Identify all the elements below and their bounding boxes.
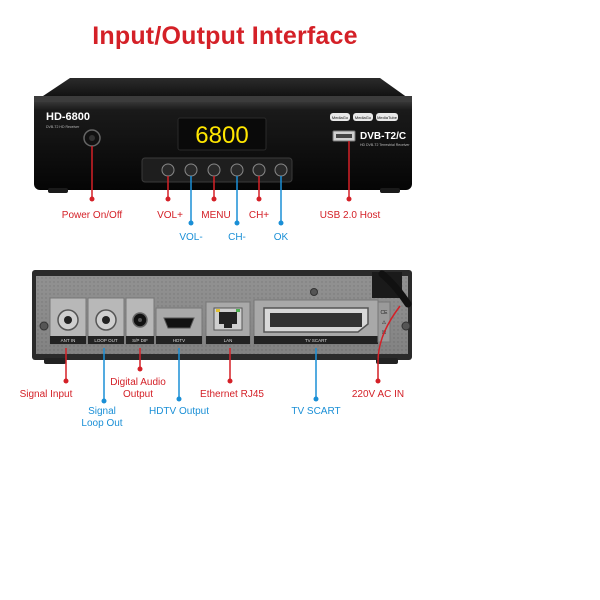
svg-text:MediaTube: MediaTube: [377, 115, 398, 120]
ant-in-label: ANT IN: [61, 338, 76, 343]
rear-labels: Signal Input Signal Loop Out Digital Aud…: [20, 377, 405, 429]
svg-text:CE: CE: [381, 310, 389, 316]
hdtv-label: HDTV: [173, 338, 185, 343]
scart-label: TV SCART: [305, 338, 327, 343]
spdif-label: S/P DIF: [132, 338, 148, 343]
front-labels: Power On/Off VOL+ MENU CH+ USB 2.0 Host …: [62, 210, 381, 243]
ch-plus-button[interactable]: [252, 163, 266, 177]
ch-minus-button[interactable]: [230, 163, 244, 177]
power-cable: [378, 270, 412, 308]
label-vol-plus: VOL+: [157, 210, 183, 221]
vol-minus-button[interactable]: [184, 163, 198, 177]
menu-button[interactable]: [207, 163, 221, 177]
label-digital-audio-line2: Output: [123, 389, 153, 400]
lan-label: LAN: [224, 338, 233, 343]
app-badge-2: [353, 113, 373, 121]
dvb-subtitle: HD DVB-T2 Terrestrial Receiver: [360, 143, 410, 147]
label-ethernet: Ethernet RJ45: [200, 389, 264, 400]
app-badge-1: [330, 113, 350, 121]
rear-device: ANT IN LOOP OUT S/P DIF HDTV LAN TV SCAR…: [32, 270, 412, 364]
hdmi-port[interactable]: [163, 317, 195, 329]
front-device: HD-6800 DVB-T2 HD Receiver 6800 MediaGo …: [34, 78, 412, 193]
label-menu: MENU: [201, 210, 230, 221]
label-signal-loop-line2: Loop Out: [81, 418, 122, 429]
app-badge-3: [376, 113, 398, 121]
label-ok: OK: [274, 232, 289, 243]
label-tv-scart: TV SCART: [291, 406, 340, 417]
label-vol-minus: VOL-: [179, 232, 202, 243]
svg-text:MediaGo: MediaGo: [355, 115, 372, 120]
model-subtitle: DVB-T2 HD Receiver: [46, 125, 80, 129]
dvb-logo: DVB-T2/C: [360, 131, 406, 142]
label-hdtv-output: HDTV Output: [149, 406, 209, 417]
front-display: [177, 117, 267, 151]
loop-out-label: LOOP OUT: [94, 338, 117, 343]
label-power: Power On/Off: [62, 210, 123, 221]
label-signal-input: Signal Input: [20, 389, 73, 400]
display-digits: 6800: [195, 122, 248, 149]
label-signal-loop-line1: Signal: [88, 406, 116, 417]
front-callouts: [89, 141, 352, 226]
label-digital-audio-line1: Digital Audio: [110, 377, 166, 388]
ok-button[interactable]: [274, 163, 288, 177]
label-ch-plus: CH+: [249, 210, 269, 221]
diagram-title: Input/Output Interface: [92, 22, 358, 50]
model-name: HD-6800: [46, 111, 90, 123]
rear-callouts: [63, 305, 401, 404]
label-usb: USB 2.0 Host: [320, 210, 381, 221]
svg-text:⚠: ⚠: [382, 320, 387, 326]
svg-text:MediaGo: MediaGo: [332, 115, 349, 120]
label-ch-minus: CH-: [228, 232, 246, 243]
vol-plus-button[interactable]: [161, 163, 175, 177]
label-ac-in: 220V AC IN: [352, 389, 404, 400]
